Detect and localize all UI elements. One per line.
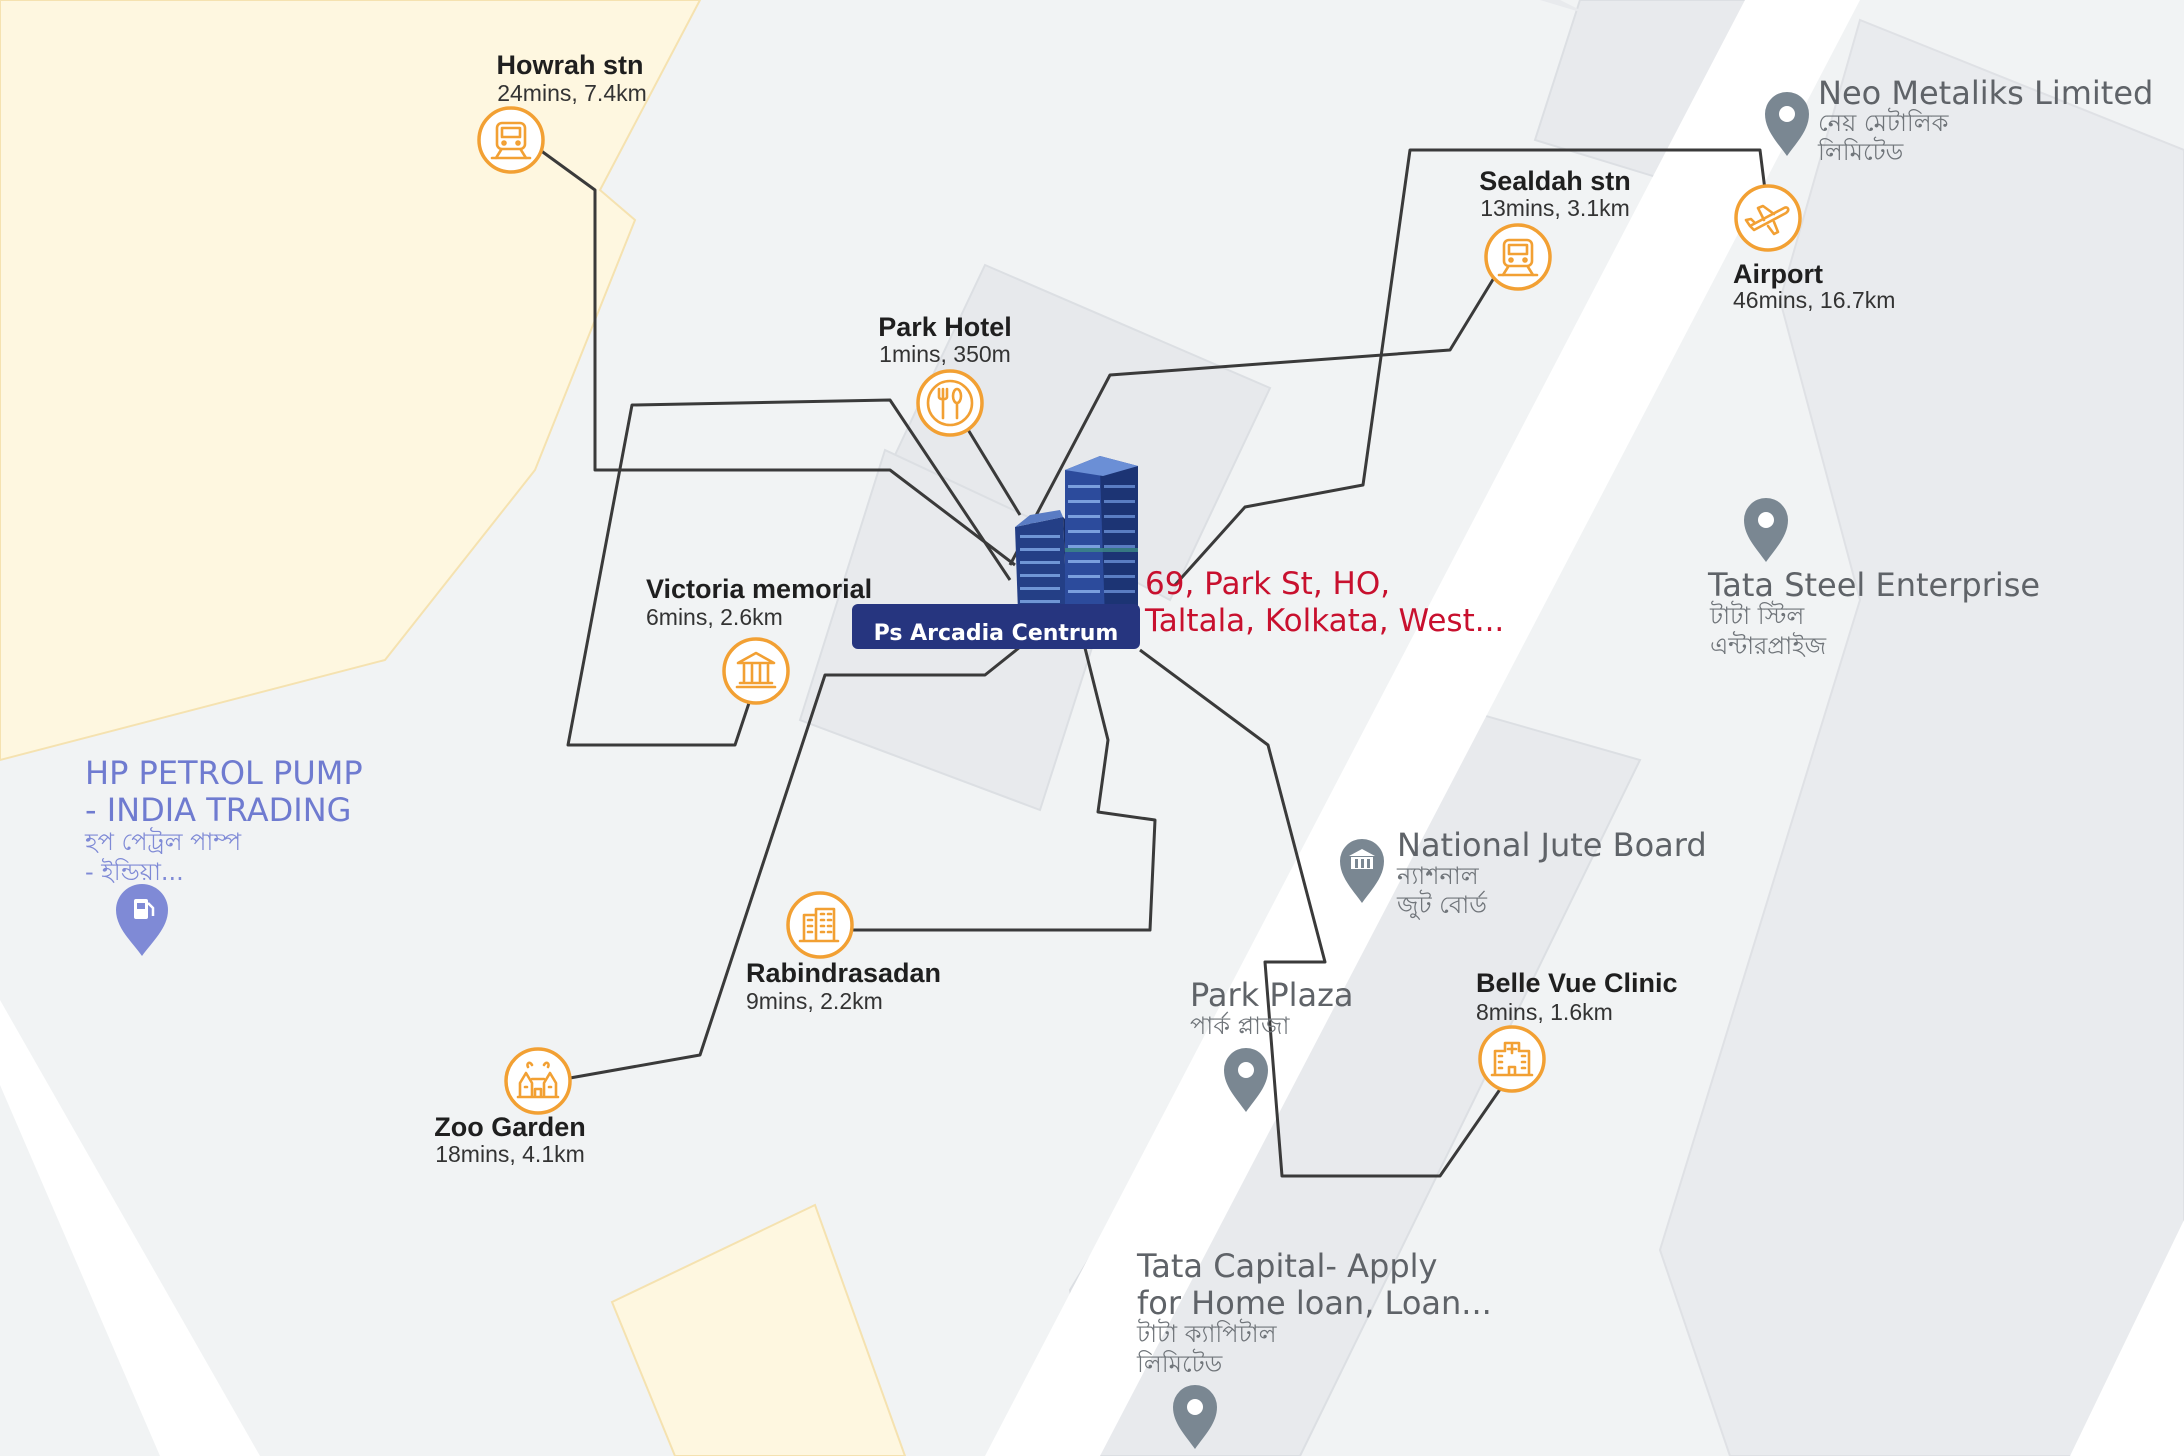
landmark-zoo-garden[interactable]: Zoo Garden 18mins, 4.1km	[434, 1047, 586, 1167]
svg-text:Tata Capital- Apply: Tata Capital- Apply	[1136, 1247, 1437, 1285]
train-icon	[1484, 223, 1552, 291]
building-name: Ps Arcadia Centrum	[874, 621, 1119, 646]
landmark-howrah-stn[interactable]: Howrah stn 24mins, 7.4km	[477, 50, 647, 174]
landmark-detail: 9mins, 2.2km	[746, 988, 883, 1014]
landmark-name: Sealdah stn	[1479, 166, 1631, 196]
map-place-hp-petrol-pump[interactable]: HP PETROL PUMP - INDIA TRADING হপ পেট্রল…	[84, 754, 363, 956]
landmark-name: Zoo Garden	[434, 1112, 586, 1142]
landmark-detail: 8mins, 1.6km	[1476, 999, 1613, 1025]
train-icon	[477, 106, 545, 174]
map-pin-icon	[1765, 92, 1809, 156]
landmark-detail: 24mins, 7.4km	[497, 80, 647, 106]
route-lines	[539, 148, 1767, 1178]
route-victoria	[566, 398, 1012, 747]
svg-text:নেয় মেটালিক: নেয় মেটালিক	[1818, 108, 1950, 137]
fuel-pin-icon	[116, 884, 168, 956]
map-pin-icon	[1173, 1385, 1217, 1449]
landmark-victoria-memorial[interactable]: Victoria memorial 6mins, 2.6km	[646, 574, 872, 705]
landmark-detail: 18mins, 4.1km	[435, 1141, 585, 1167]
landmark-detail: 13mins, 3.1km	[1480, 195, 1630, 221]
map-place-park-plaza[interactable]: Park Plaza পার্ক প্লাজা	[1190, 976, 1354, 1112]
svg-text:হপ পেট্রল পাম্প: হপ পেট্রল পাম্প	[84, 827, 242, 856]
landmark-belle-vue-clinic[interactable]: Belle Vue Clinic 8mins, 1.6km	[1476, 968, 1678, 1093]
monument-icon	[722, 637, 790, 705]
restaurant-icon	[916, 369, 984, 437]
park-area-maidan	[0, 0, 702, 762]
map-pin-icon	[1744, 498, 1788, 562]
svg-text:টাটা ক্যাপিটাল: টাটা ক্যাপিটাল	[1136, 1319, 1278, 1348]
svg-text:Neo Metaliks Limited: Neo Metaliks Limited	[1818, 74, 2153, 112]
landmark-name: Victoria memorial	[646, 574, 872, 604]
building-illustration	[1015, 456, 1138, 620]
landmark-name: Park Hotel	[878, 312, 1012, 342]
hospital-icon	[1478, 1025, 1546, 1093]
route-belle-vue	[1139, 648, 1505, 1178]
landmark-detail: 46mins, 16.7km	[1733, 287, 1895, 313]
route-sealdah	[1008, 267, 1502, 566]
map-place-neo-metaliks[interactable]: Neo Metaliks Limited নেয় মেটালিক লিমিটে…	[1765, 74, 2153, 166]
landmark-airport[interactable]: Airport 46mins, 16.7km	[1733, 184, 1895, 313]
map-place-tata-steel[interactable]: Tata Steel Enterprise টাটা স্টিল এন্টারপ…	[1707, 498, 2040, 660]
landmark-detail: 6mins, 2.6km	[646, 604, 783, 630]
svg-text:ন্যাশনাল: ন্যাশনাল	[1396, 862, 1480, 890]
landmark-park-hotel[interactable]: Park Hotel 1mins, 350m	[878, 312, 1012, 437]
landmark-rabindrasadan[interactable]: Rabindrasadan 9mins, 2.2km	[746, 891, 941, 1014]
map-pin-icon	[1224, 1048, 1268, 1112]
route-rabindrasadan	[852, 627, 1157, 932]
route-zoo	[569, 641, 1026, 1080]
map-place-national-jute-board[interactable]: National Jute Board ন্যাশনাল জুট বোর্ড	[1340, 826, 1707, 920]
svg-text:National Jute Board: National Jute Board	[1397, 826, 1707, 864]
svg-text:জুট বোর্ড: জুট বোর্ড	[1396, 890, 1487, 920]
route-howrah	[539, 148, 1016, 567]
building-name-badge[interactable]: Ps Arcadia Centrum	[852, 604, 1140, 649]
address-line-1: 69, Park St, HO,	[1145, 566, 1390, 602]
svg-text:টাটা স্টিল: টাটা স্টিল	[1709, 601, 1805, 630]
route-airport	[1173, 148, 1767, 587]
svg-text:Tata Steel Enterprise: Tata Steel Enterprise	[1707, 566, 2040, 604]
airplane-icon	[1734, 184, 1802, 252]
landmark-name: Howrah stn	[496, 50, 643, 80]
map-place-tata-capital[interactable]: Tata Capital- Apply for Home loan, Loan.…	[1136, 1247, 1492, 1449]
landmark-detail: 1mins, 350m	[879, 341, 1011, 367]
road-southwest	[0, 1000, 260, 1456]
landmark-name: Belle Vue Clinic	[1476, 968, 1678, 998]
address-line-2: Taltala, Kolkata, West...	[1144, 603, 1504, 639]
institution-pin-icon	[1340, 839, 1384, 903]
svg-text:লিমিটেড: লিমিটেড	[1817, 137, 1904, 166]
svg-text:লিমিটেড: লিমিটেড	[1136, 1349, 1223, 1378]
building-icon	[786, 891, 854, 959]
svg-text:- INDIA TRADING: - INDIA TRADING	[85, 791, 351, 829]
city-block	[1540, 0, 1590, 15]
park-area-south	[610, 1203, 907, 1456]
building-tower-left	[1015, 517, 1067, 612]
road-southeast	[2070, 1220, 2184, 1456]
landmark-sealdah-stn[interactable]: Sealdah stn 13mins, 3.1km	[1479, 166, 1631, 291]
svg-text:Park Plaza: Park Plaza	[1190, 976, 1354, 1014]
landmark-name: Airport	[1733, 259, 1823, 289]
svg-text:পার্ক প্লাজা: পার্ক প্লাজা	[1190, 1011, 1290, 1040]
svg-text:HP PETROL PUMP: HP PETROL PUMP	[85, 754, 363, 792]
zoo-icon	[504, 1047, 572, 1115]
landmark-name: Rabindrasadan	[746, 958, 941, 988]
svg-text:এন্টারপ্রাইজ: এন্টারপ্রাইজ	[1710, 631, 1827, 660]
city-block	[1658, 18, 2184, 1456]
svg-text:for Home loan, Loan...: for Home loan, Loan...	[1137, 1284, 1492, 1322]
svg-text:- ইন্ডিয়া...: - ইন্ডিয়া...	[85, 858, 184, 886]
road-main-diagonal	[985, 0, 1860, 1456]
